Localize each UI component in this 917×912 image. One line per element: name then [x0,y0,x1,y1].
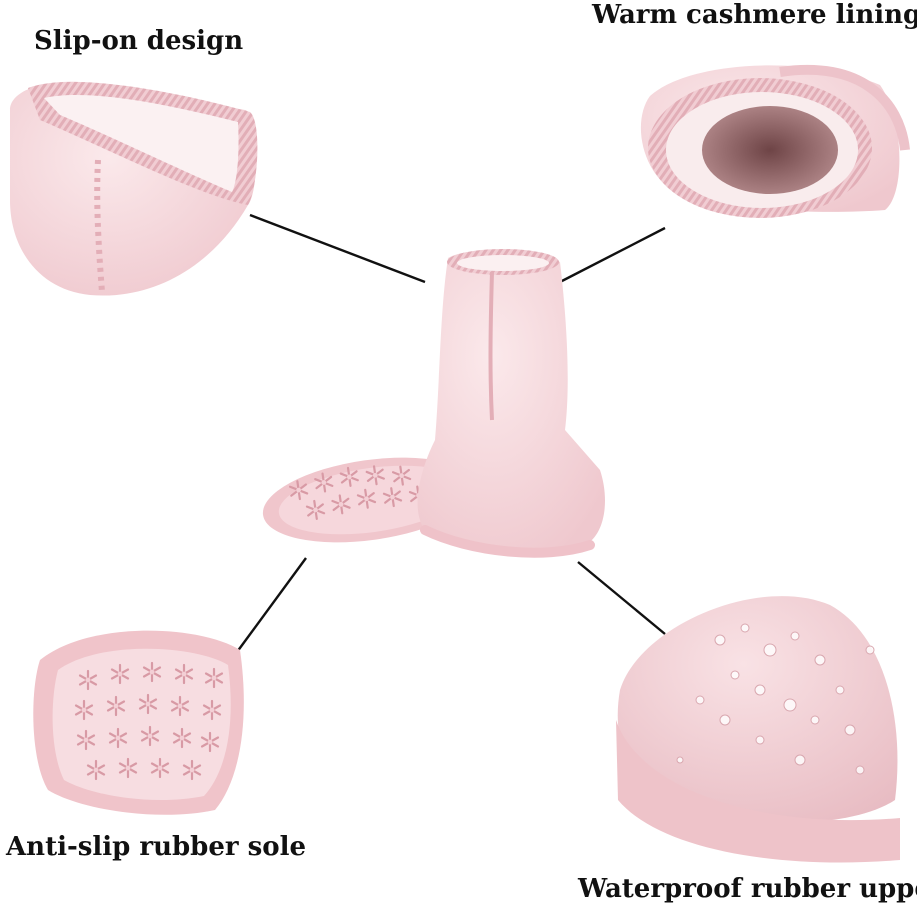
anti-slip-sole-label: Anti-slip rubber sole [6,832,307,862]
slip-on-detail-image [10,81,258,296]
cashmere-lining-label: Warm cashmere lining [592,0,917,30]
waterproof-detail-image [616,596,900,863]
boots-pair-image [262,249,605,558]
waterproof-upper-label: Waterproof rubber upper [578,874,917,904]
connector-upper [577,561,666,635]
slip-on-design-label: Slip-on design [34,26,244,56]
lining-detail-image [640,64,910,218]
connector-lines [236,213,666,653]
connector-slip-on [249,213,426,284]
sole-detail-image [33,630,244,815]
connector-lining [559,226,666,284]
connector-sole [236,557,307,653]
